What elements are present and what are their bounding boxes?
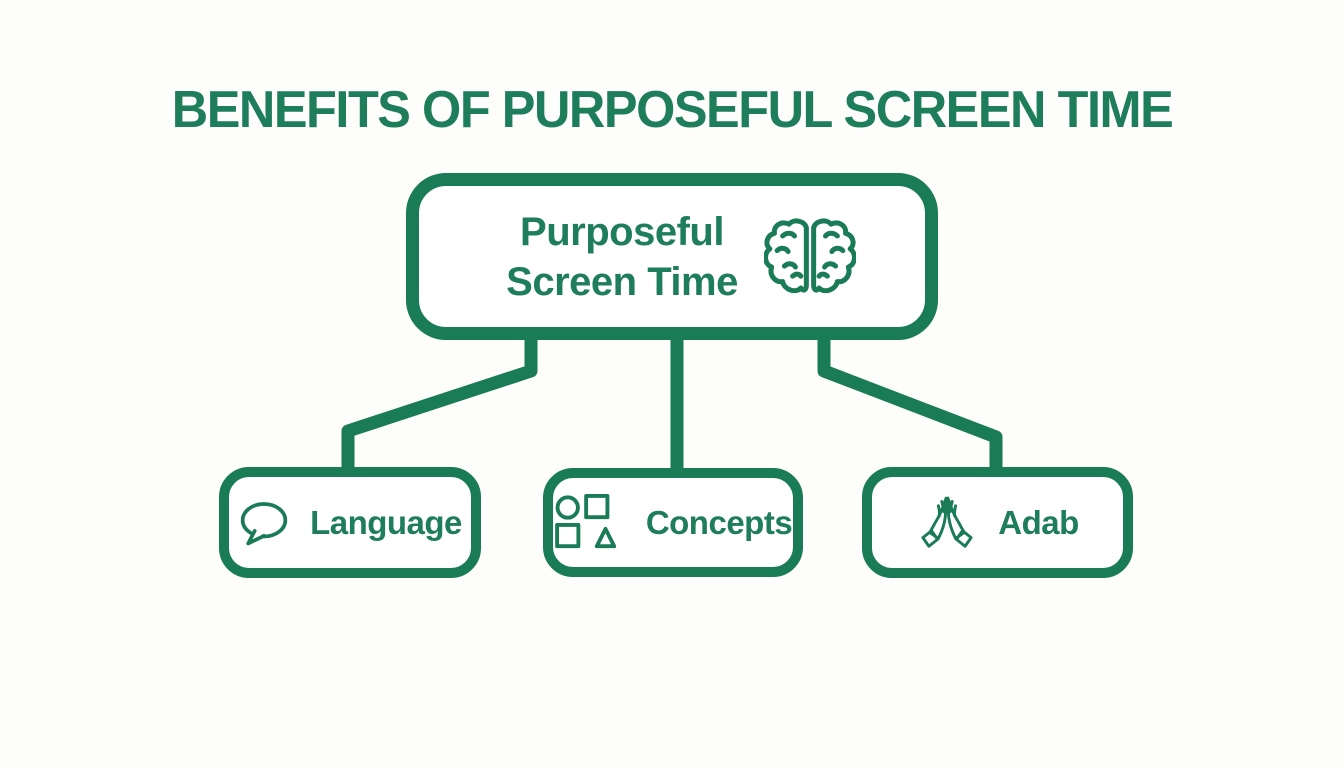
speech-bubble-icon: [238, 498, 290, 548]
page-title: BENEFITS OF PURPOSEFUL SCREEN TIME: [171, 81, 1174, 139]
node-language: Language: [219, 467, 481, 578]
node-label-concepts: Concepts: [645, 503, 793, 541]
geometric-shapes-icon: [554, 493, 626, 553]
root-node-purposeful-screen-time: Purposeful Screen Time: [406, 173, 938, 340]
connector-right: [817, 333, 1003, 470]
node-label-language: Language: [310, 503, 462, 541]
brain-icon: [763, 215, 856, 299]
connector-left: [341, 333, 538, 470]
node-label-adab: Adab: [998, 503, 1079, 541]
praying-hands-icon: [916, 491, 978, 555]
root-label-line1: Purposeful: [520, 209, 724, 254]
root-node-label: Purposeful Screen Time: [506, 207, 738, 307]
root-label-line2: Screen Time: [506, 259, 738, 304]
node-adab: Adab: [862, 467, 1133, 578]
node-concepts: Concepts: [543, 468, 803, 577]
